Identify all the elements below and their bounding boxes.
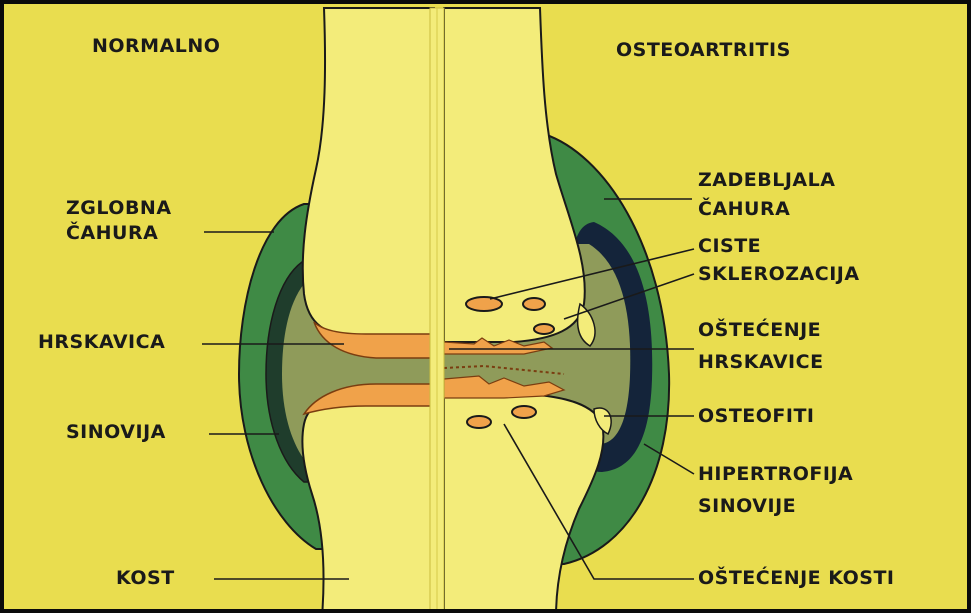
- cyst: [534, 324, 554, 334]
- label-sclerosis: SKLEROZACIJA: [698, 262, 860, 287]
- oa-lower-bone: [444, 394, 603, 613]
- label-cartilage-damage-line1: OŠTEĆENJE: [698, 314, 824, 346]
- label-synovial-hypertrophy: HIPERTROFIJA SINOVIJE: [698, 458, 853, 522]
- normal-lower-bone: [302, 396, 434, 613]
- label-synovial-hypertrophy-line2: SINOVIJE: [698, 490, 853, 522]
- label-thickened-capsule: ZADEBLJALA ČAHURA: [698, 166, 835, 224]
- cyst: [512, 406, 536, 418]
- label-joint-capsule-line1: ZGLOBNA: [66, 196, 172, 221]
- label-osteophytes: OSTEOFITI: [698, 404, 815, 429]
- label-bone: KOST: [116, 566, 175, 591]
- normal-upper-bone: [303, 8, 434, 338]
- cyst: [467, 416, 491, 428]
- label-bone-damage: OŠTEĆENJE KOSTI: [698, 566, 895, 591]
- heading-normal: NORMALNO: [92, 34, 220, 59]
- cyst: [466, 297, 502, 311]
- label-cartilage-damage-line2: HRSKAVICE: [698, 346, 824, 378]
- label-joint-capsule-line2: ČAHURA: [66, 221, 172, 246]
- label-thickened-capsule-line1: ZADEBLJALA: [698, 166, 835, 195]
- label-cartilage-damage: OŠTEĆENJE HRSKAVICE: [698, 314, 824, 378]
- label-joint-capsule: ZGLOBNA ČAHURA: [66, 196, 172, 246]
- cyst: [523, 298, 545, 310]
- label-cartilage: HRSKAVICA: [38, 330, 165, 355]
- label-synovial-hypertrophy-line1: HIPERTROFIJA: [698, 458, 853, 490]
- label-synovium: SINOVIJA: [66, 420, 166, 445]
- label-thickened-capsule-line2: ČAHURA: [698, 195, 835, 224]
- heading-osteoarthritis: OSTEOARTRITIS: [616, 38, 791, 63]
- label-cysts: CISTE: [698, 234, 761, 259]
